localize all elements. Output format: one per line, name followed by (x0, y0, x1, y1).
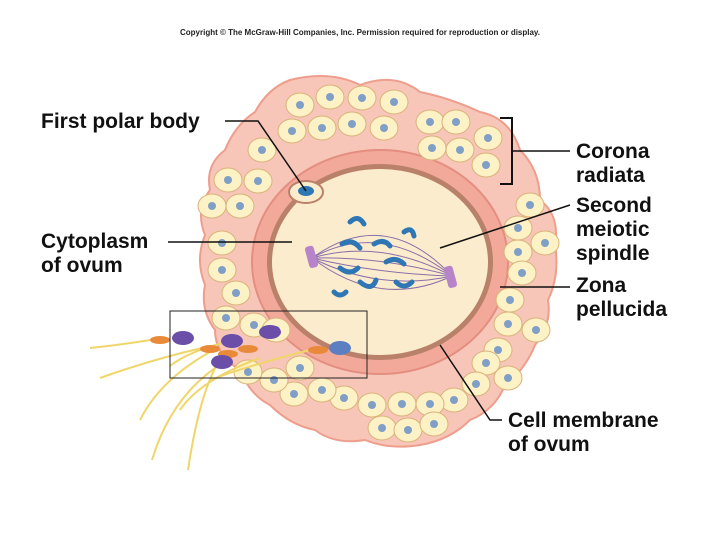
follicle-cell-nuclei (208, 93, 549, 434)
label-second-meiotic-spindle: Second meiotic spindle (576, 194, 652, 265)
label-cell-membrane-of-ovum: Cell membrane of ovum (508, 409, 659, 456)
ovum-cytoplasm (272, 169, 488, 355)
leader-lines (168, 120, 571, 421)
label-zona-pellucida: Zona pellucida (576, 274, 668, 321)
spindle-pole-right (443, 265, 458, 288)
second-meiotic-spindle (311, 234, 453, 290)
chromosomes (331, 216, 417, 298)
sperm-heads (150, 325, 351, 369)
label-corona-radiata: Corona radiata (576, 140, 650, 187)
leader-first-polar-body (225, 120, 307, 192)
label-cytoplasm-of-ovum: Cytoplasm of ovum (41, 230, 149, 277)
sperm-penetration-box (169, 310, 368, 379)
leader-second-meiotic-spindle (439, 204, 571, 249)
leader-cell-membrane (439, 344, 502, 421)
label-first-polar-body: First polar body (41, 110, 200, 133)
follicle-cells (197, 84, 560, 443)
copyright-notice: Copyright © The McGraw-Hill Companies, I… (179, 28, 541, 37)
spindle-pole-left (304, 245, 319, 268)
